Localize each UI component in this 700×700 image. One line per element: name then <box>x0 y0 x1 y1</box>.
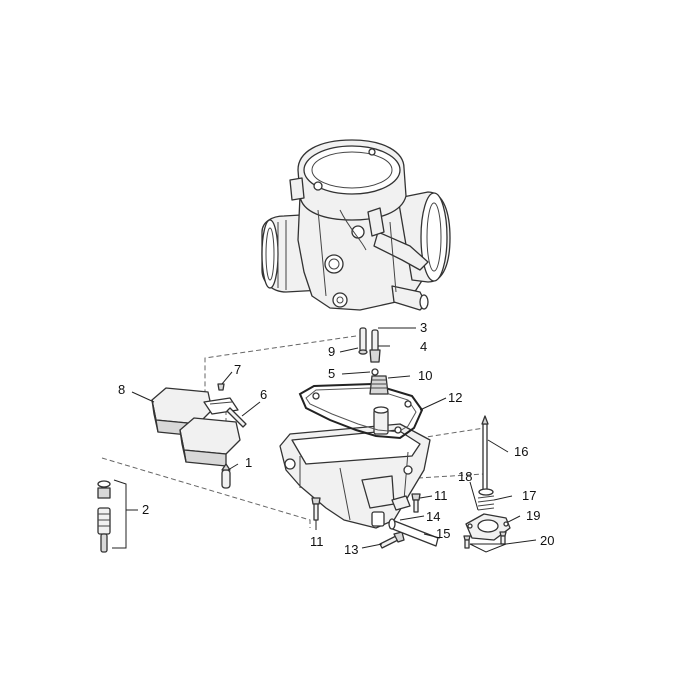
callout-11-right: 11 <box>434 488 448 503</box>
callout-20: 20 <box>540 533 554 548</box>
callout-7: 7 <box>234 362 241 377</box>
callout-2: 2 <box>142 502 149 517</box>
callout-3: 3 <box>420 320 427 335</box>
callout-13: 13 <box>344 542 358 557</box>
callout-14: 14 <box>426 509 440 524</box>
callout-12: 12 <box>448 390 462 405</box>
callout-19: 19 <box>526 508 540 523</box>
callout-5: 5 <box>328 366 335 381</box>
callout-16: 16 <box>514 444 528 459</box>
carburetor-body <box>261 139 451 311</box>
callout-15: 15 <box>436 526 450 541</box>
callout-6: 6 <box>260 387 267 402</box>
pilot-screw-and-hose <box>379 518 439 549</box>
drain-valve <box>97 480 111 553</box>
float-assembly <box>151 387 241 467</box>
float-bowl <box>279 406 431 529</box>
accelerator-pump-group <box>463 415 511 549</box>
callout-18: 18 <box>458 469 472 484</box>
jets <box>358 327 389 395</box>
callout-4: 4 <box>420 339 427 354</box>
callout-10: 10 <box>418 368 432 383</box>
bowl-gasket <box>298 382 424 440</box>
callout-17: 17 <box>522 488 536 503</box>
callout-1: 1 <box>245 455 252 470</box>
callout-labels: 1 2 3 4 5 6 7 8 9 10 11 11 12 13 14 15 1… <box>118 320 554 557</box>
callout-8: 8 <box>118 382 125 397</box>
small-parts-left <box>217 383 247 489</box>
callout-9: 9 <box>328 344 335 359</box>
bowl-screws <box>311 493 421 521</box>
leader-lines <box>112 327 537 553</box>
callout-11-left: 11 <box>310 534 324 549</box>
